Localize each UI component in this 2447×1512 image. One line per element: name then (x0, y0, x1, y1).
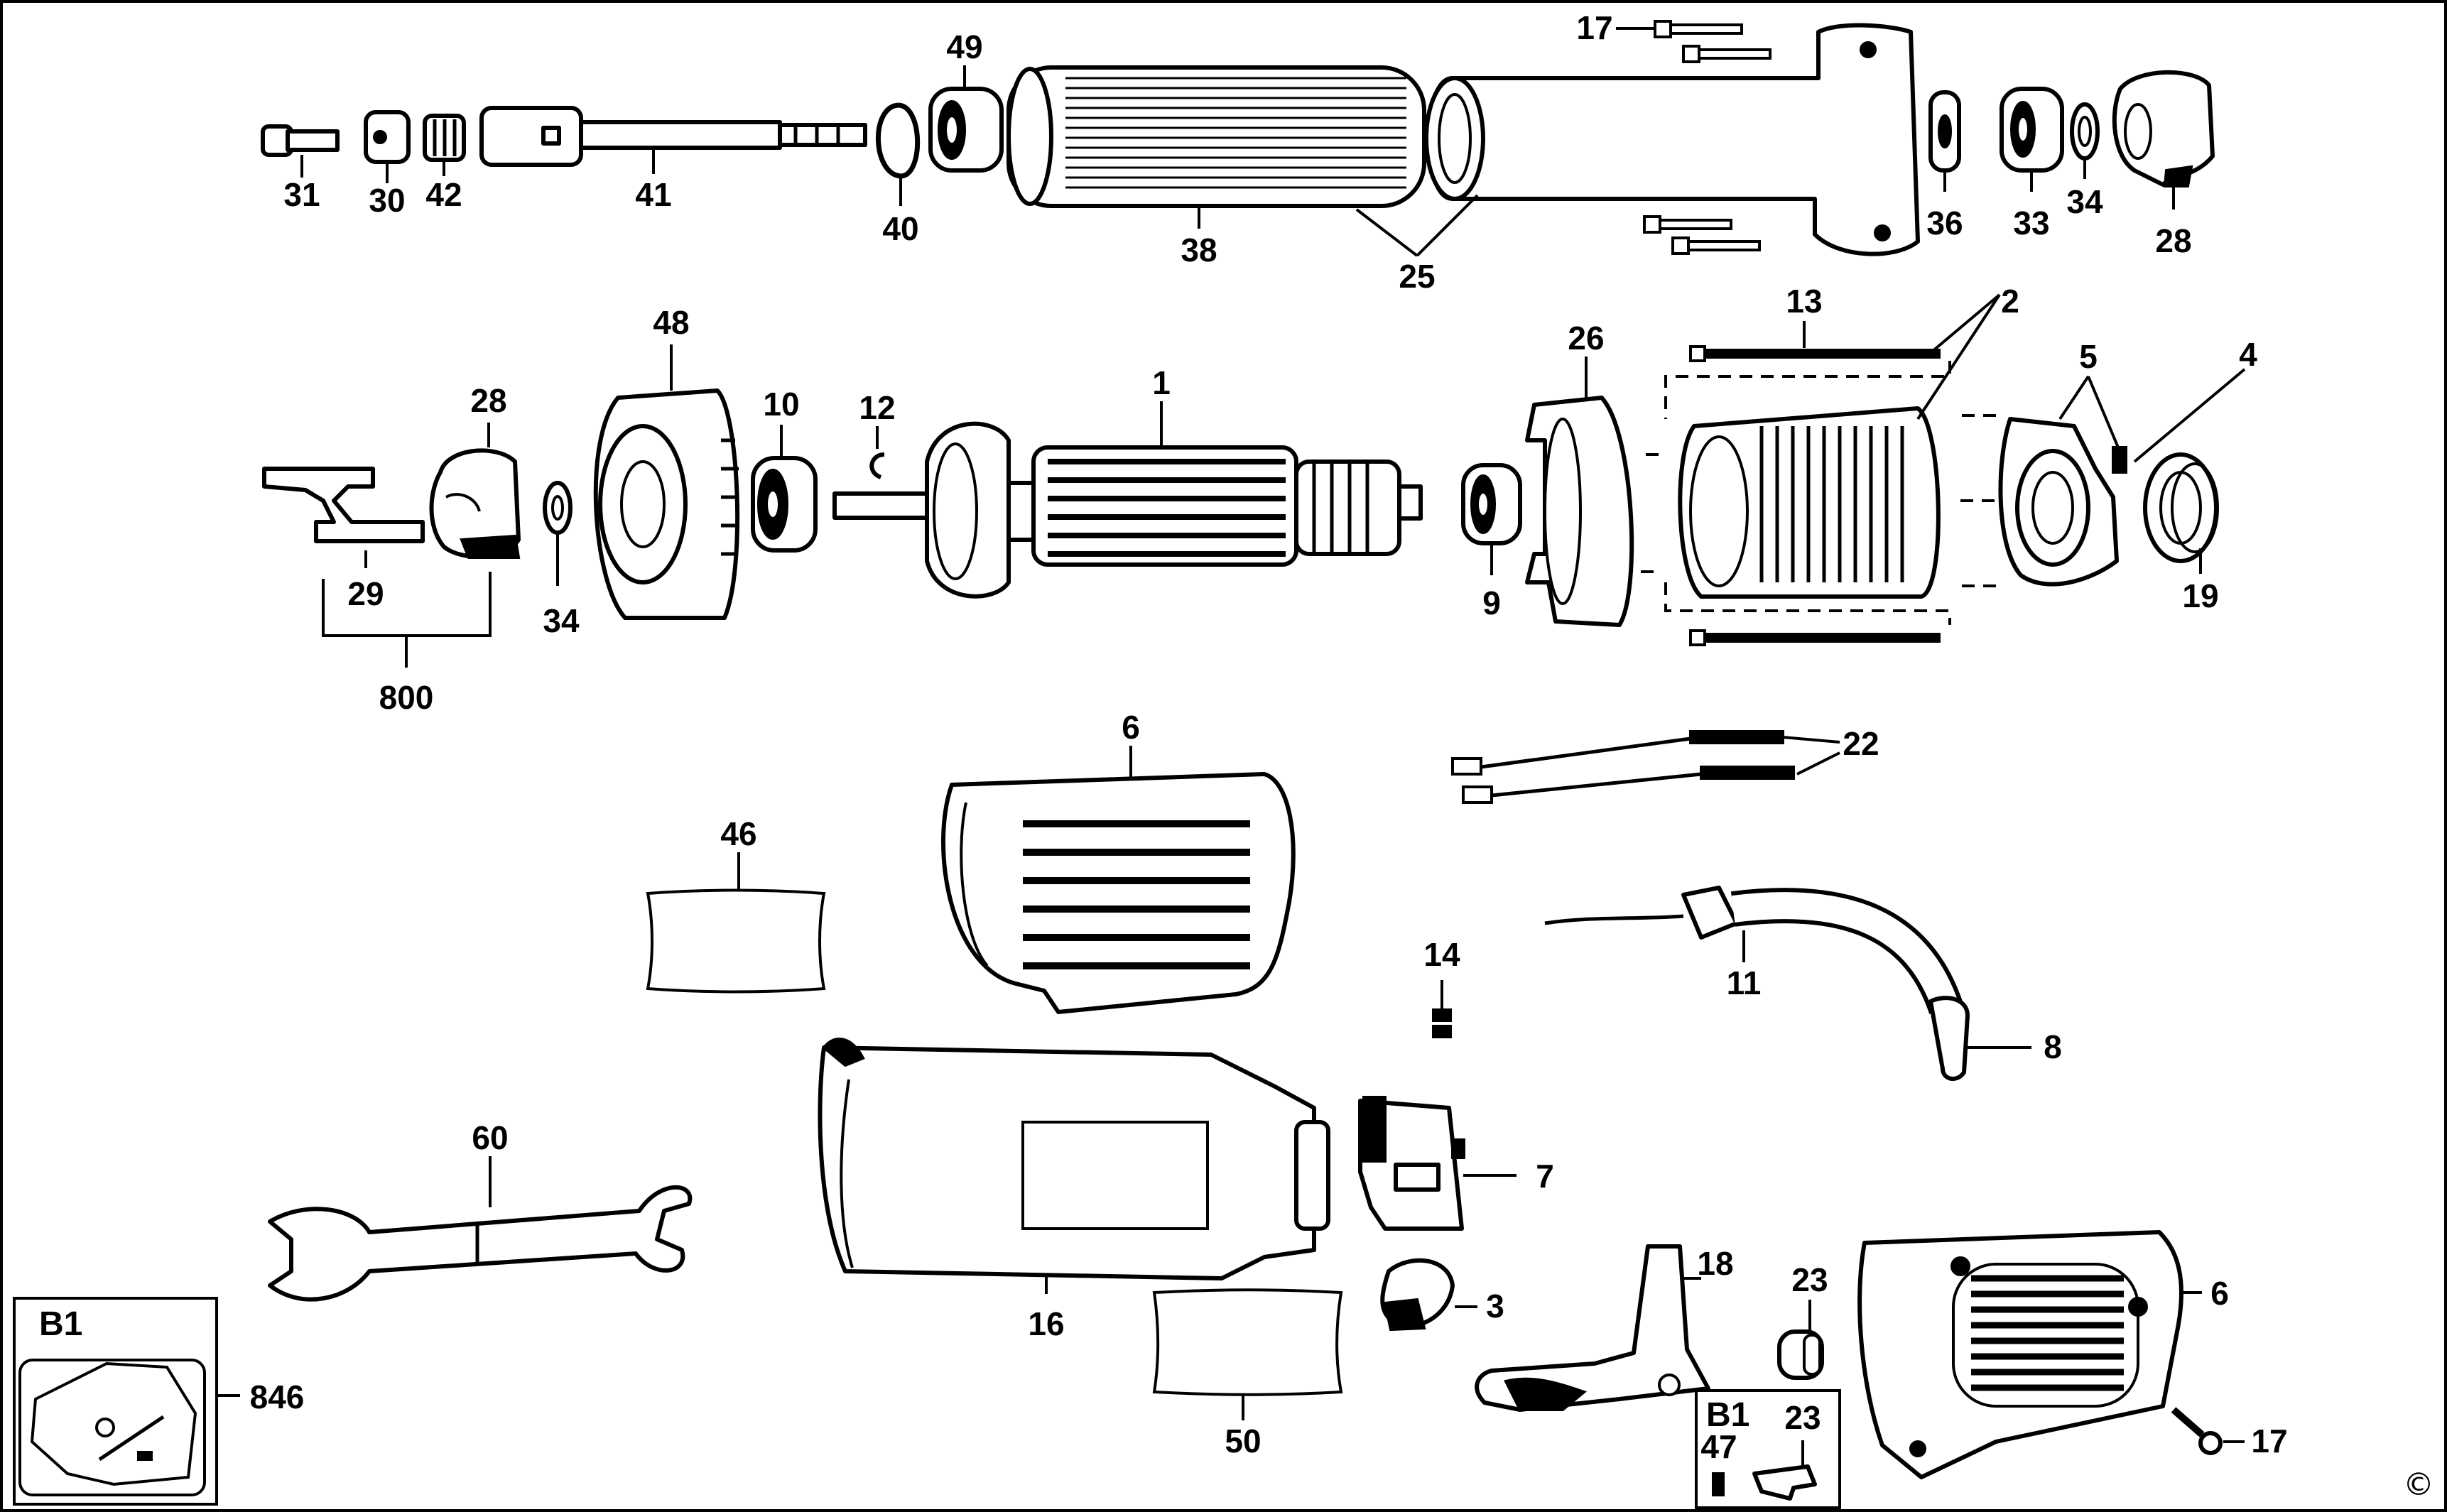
part-11-8-cord (1544, 886, 1970, 1081)
callout-800: 800 (379, 679, 434, 716)
part-9-bearing (1461, 463, 1522, 545)
callout-6-upper: 6 (1122, 709, 1140, 746)
callout-5: 5 (2079, 338, 2098, 375)
callout-40: 40 (882, 210, 918, 247)
part-29-lever (262, 467, 425, 543)
part-5-brush-holder (1960, 414, 2127, 587)
part-23-button (1777, 1329, 1824, 1380)
part-41-spindle (479, 106, 867, 167)
callout-6-lower: 6 (2210, 1275, 2229, 1312)
callout-16: 16 (1028, 1305, 1064, 1342)
part-25-gear-housing (1424, 23, 1920, 256)
callout-34-mid: 34 (543, 602, 580, 639)
callout-23-main: 23 (1791, 1261, 1828, 1298)
callout-846: 846 (250, 1378, 305, 1415)
part-46-label (646, 888, 826, 994)
part-34-washer-top (2070, 102, 2100, 161)
part-31-bolt (261, 124, 340, 157)
part-34-washer-mid (543, 481, 573, 535)
callout-4: 4 (2239, 336, 2257, 373)
callout-3: 3 (1486, 1288, 1504, 1325)
callout-25: 25 (1399, 258, 1435, 295)
part-6-housing-half-lower (1857, 1230, 2183, 1479)
callout-41: 41 (635, 176, 671, 213)
part-17-screws-top (1643, 20, 1772, 255)
part-28-cam-top (2112, 70, 2215, 187)
callout-29: 29 (347, 575, 384, 612)
part-17-screw-bottom (2171, 1407, 2223, 1455)
callout-28-top: 28 (2155, 222, 2191, 259)
callout-19: 19 (2182, 577, 2218, 614)
callout-13: 13 (1786, 283, 1822, 320)
callout-12: 12 (859, 389, 895, 426)
part-1-armature (832, 421, 1423, 599)
part-60-wrench (268, 1185, 693, 1302)
part-26-baffle (1525, 396, 1634, 627)
part-10-bearing (751, 456, 818, 553)
callout-22: 22 (1843, 725, 1879, 762)
callout-28-mid: 28 (470, 382, 506, 419)
callout-60: 60 (472, 1119, 508, 1156)
callout-26: 26 (1568, 320, 1604, 357)
part-14-brushes (1432, 980, 1452, 1038)
part-12-clip (869, 452, 885, 479)
callout-38: 38 (1181, 232, 1217, 268)
callout-1: 1 (1152, 364, 1171, 401)
callout-31: 31 (283, 176, 320, 213)
callout-50: 50 (1225, 1423, 1261, 1459)
part-18-lock-lever (1475, 1244, 1710, 1412)
part-2-field (1678, 406, 1941, 599)
callout-2: 2 (2001, 283, 2019, 320)
callout-8: 8 (2044, 1028, 2062, 1065)
callout-36: 36 (1926, 205, 1963, 241)
part-7-switch (1358, 1096, 1465, 1231)
inset-b1-small-label: B1 (1706, 1396, 1749, 1434)
callout-17-top: 17 (1576, 9, 1612, 46)
callout-47: 47 (1700, 1428, 1737, 1465)
callout-49: 49 (946, 28, 982, 65)
callout-10: 10 (763, 386, 799, 423)
part-22-wires (1451, 730, 1795, 804)
callout-42: 42 (425, 176, 462, 213)
part-36-washer (1928, 90, 1961, 173)
part-42-collet (423, 114, 466, 162)
part-33-bearing (2000, 87, 2064, 173)
callout-46: 46 (720, 815, 756, 852)
inset-b1-small (1695, 1389, 1841, 1509)
callout-33: 33 (2013, 205, 2049, 241)
callout-34-top: 34 (2066, 183, 2103, 220)
callout-48: 48 (653, 304, 689, 341)
callout-17-bottom: 17 (2251, 1423, 2287, 1459)
part-6-housing-half-upper (941, 772, 1296, 1014)
callout-18: 18 (1697, 1245, 1733, 1282)
part-50-label (1152, 1288, 1343, 1396)
part-13-long-screws (1689, 345, 1941, 646)
part-28-cam-mid (429, 448, 521, 559)
part-30-nut (364, 110, 411, 164)
callout-11: 11 (1727, 964, 1762, 1001)
part-49-bearing (928, 87, 1004, 173)
inset-b1-kit-label: B1 (39, 1305, 82, 1343)
inset-b1-kit (13, 1297, 218, 1506)
copyright-mark: © (2403, 1467, 2434, 1503)
part-38-grip-sleeve (1007, 65, 1426, 208)
part-40-snap-ring (876, 102, 921, 179)
callout-14: 14 (1423, 936, 1460, 973)
callout-7: 7 (1536, 1158, 1554, 1195)
part-48-bearing-plate (593, 388, 740, 620)
part-16-motor-housing (818, 1038, 1330, 1280)
callout-23-inset: 23 (1784, 1399, 1821, 1436)
callout-9: 9 (1482, 584, 1501, 621)
part-3-clamp (1380, 1258, 1455, 1332)
part-19-ring (2143, 452, 2219, 563)
callout-30: 30 (369, 182, 405, 219)
assembly-800-bracket (322, 572, 492, 668)
